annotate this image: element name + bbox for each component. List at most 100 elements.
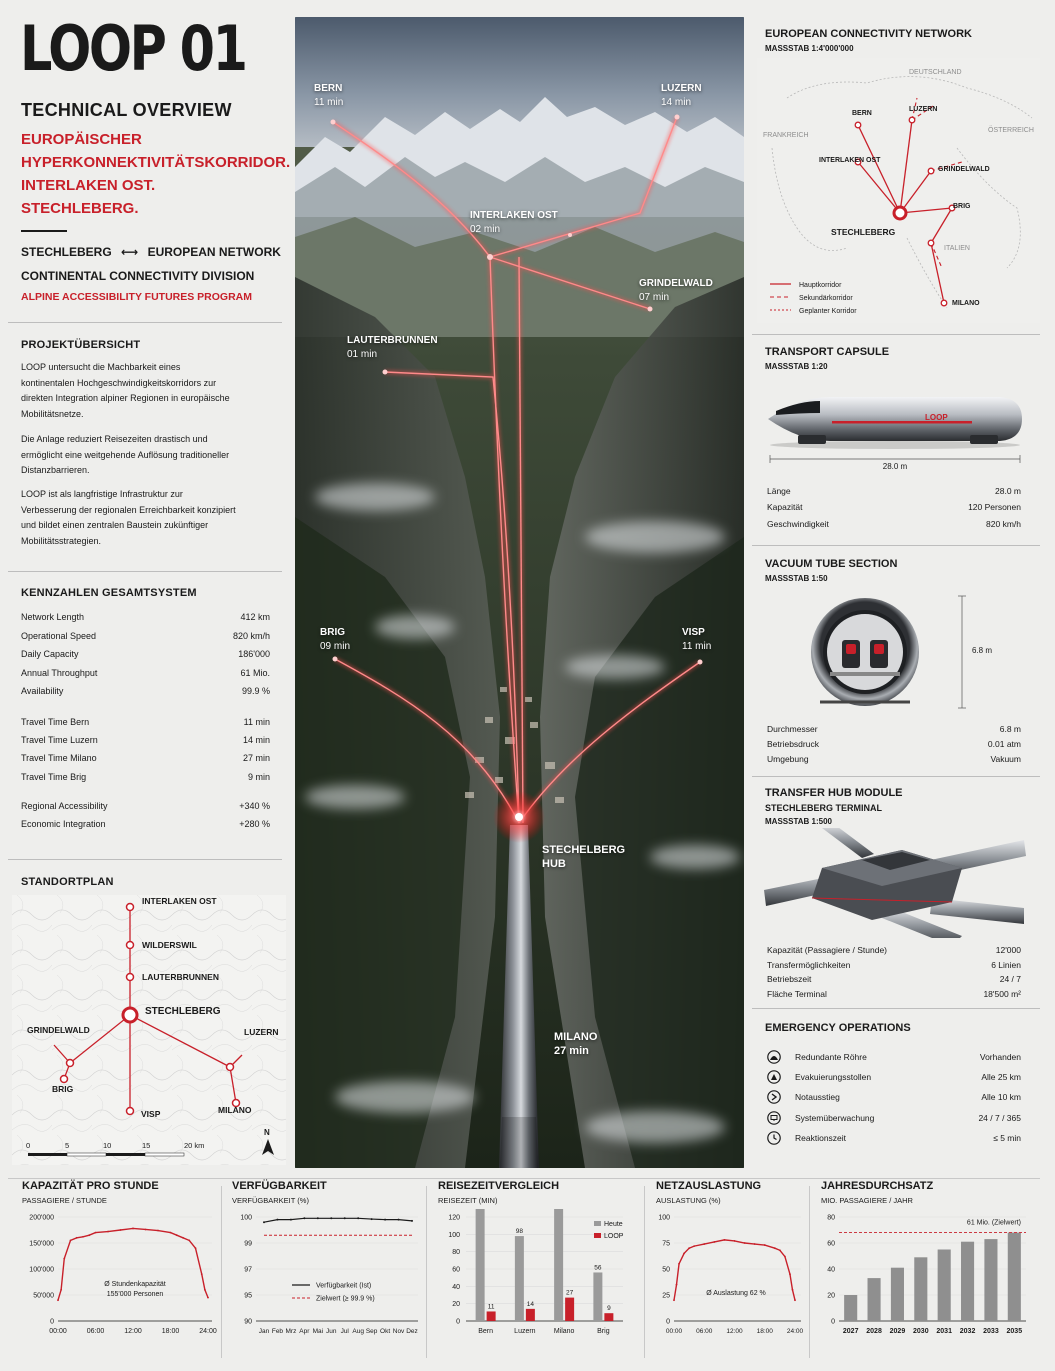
tube-section-illustration: 6.8 m [811,595,992,709]
svg-text:Sekundärkorridor: Sekundärkorridor [799,295,853,302]
impact-metric-label: Regional Accessibility [21,801,108,811]
division: CONTINENTAL CONNECTIVITY DIVISION [21,269,255,283]
svg-text:LUZERN: LUZERN [909,106,937,113]
x-tick-label: 2032 [960,1328,976,1335]
capacity-point [144,1228,147,1231]
route-lines [332,116,701,824]
availability-point [357,1217,360,1220]
svg-text:0: 0 [26,1141,30,1150]
svg-text:BERN: BERN [852,110,872,117]
tube-spec-label: Umgebung [767,754,809,765]
y-tick-label: 120 [448,1215,460,1222]
map-label-luzern: LUZERN [244,1027,278,1037]
capsule-title: TRANSPORT CAPSULE [765,346,890,358]
travel-time-value: 9 min [247,771,270,782]
load-point [688,1247,691,1250]
capacity-chart-subtitle: PASSAGIERE / STUNDE [22,1196,107,1205]
travel-time-label: Travel Time Milano [21,753,97,764]
load-point [763,1244,766,1246]
emergency-label: Reaktionszeit [795,1132,847,1143]
x-tick-label: 18:00 [757,1328,774,1335]
x-tick-label: Bern [478,1328,493,1335]
hub-subtitle: STECHLEBERG TERMINAL [765,803,882,813]
availability-point [263,1221,265,1224]
x-tick-label: Nov [393,1328,405,1335]
load-point [693,1245,696,1248]
legend-loop-swatch [594,1233,601,1238]
divider [752,334,1040,335]
availability-point [397,1218,400,1221]
capsule-spec-value: 820 km/h [986,518,1021,529]
capsule-illustration: LOOP 28.0 m [768,397,1022,471]
x-tick-label: 2033 [983,1328,999,1335]
tube-spec-value: 6.8 m [999,724,1021,734]
y-tick-label: 20 [827,1293,835,1300]
metric-value: 412 km [240,612,270,622]
network-map-scale: MASSSTAB 1:4'000'000 [765,44,854,53]
overview-paragraph-1: LOOP untersucht die Machbarkeit eines ko… [21,362,230,419]
capsule-scale: MASSSTAB 1:20 [765,362,828,371]
metric-label: Availability [21,686,64,697]
program: ALPINE ACCESSIBILITY FUTURES PROGRAM [21,291,253,303]
svg-text:10: 10 [103,1141,111,1150]
x-tick-label: Feb [272,1328,284,1335]
load-point [773,1247,776,1250]
capacity-annotation-value: 155'000 Personen [107,1291,164,1298]
y-tick-label: 80 [827,1215,835,1222]
y-tick-label: 200'000 [29,1215,54,1222]
svg-text:15: 15 [142,1141,150,1150]
availability-actual-line [263,1217,413,1223]
load-point [723,1238,726,1241]
hub-spec-value: 6 Linien [991,959,1021,970]
bar-today-milano [554,1204,564,1321]
annual-bar-2030 [914,1257,928,1321]
tube-spec-value: 0.01 atm [987,739,1021,750]
metric-value: 61 Mio. [240,667,270,678]
annual-bar-2029 [890,1267,904,1321]
tube-spec-label: Betriebsdruck [767,739,819,750]
network-left: STECHLEBERG [21,245,112,259]
bar-loop-label: 14 [527,1301,535,1308]
tube-spec-row: Betriebsdruck 0.01 atm [767,739,1021,749]
capacity-point [119,1229,122,1231]
arrow-icon: ⟷ [121,245,139,259]
load-point [743,1242,746,1244]
svg-text:N: N [264,1128,270,1137]
x-tick-label: 00:00 [49,1328,67,1335]
capacity-point [157,1229,159,1232]
map-label-lauterbrunnen: LAUTERBRUNNEN [142,972,219,982]
capacity-point [207,1296,209,1299]
capacity-point [57,1299,59,1302]
availability-point [370,1218,373,1221]
y-tick-label: 100'000 [29,1267,54,1274]
capacity-point [194,1247,197,1250]
legend-target-label: Zielwert (≥ 99.9 %) [316,1296,375,1303]
capsule-spec-label: Kapazität [767,502,803,513]
load-point [713,1241,716,1243]
corridor-heading: EUROPÄISCHER HYPERKONNEKTIVITÄTSKORRIDOR… [21,128,290,220]
y-tick-label: 60 [827,1241,835,1248]
capacity-point [88,1234,91,1237]
network-right: EUROPEAN NETWORK [147,245,281,259]
bar-loop-milano [565,1297,575,1321]
x-tick-label: 12:00 [726,1328,743,1335]
capacity-chart: KAPAZITÄT PRO STUNDE PASSAGIERE / STUNDE… [22,1180,217,1360]
clock-icon [767,1130,781,1145]
overview-title: PROJEKTÜBERSICHT [21,339,141,351]
capacity-point [188,1239,191,1242]
capsule-length-dim: 28.0 m [883,462,908,471]
availability-point [411,1219,413,1222]
load-point [673,1299,675,1302]
